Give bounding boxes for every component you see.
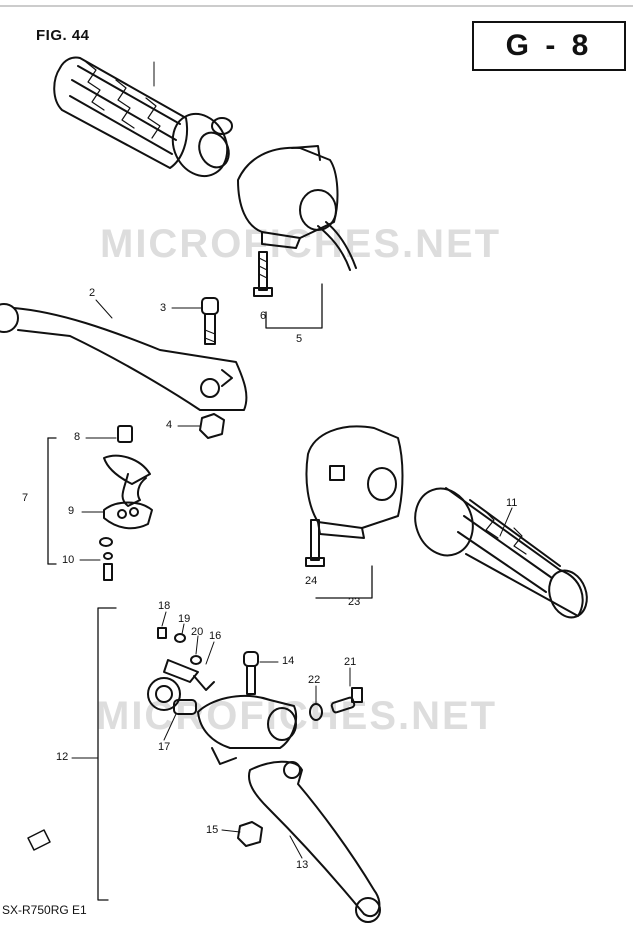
screw-24-drawing: [305, 519, 325, 567]
callout-6: 6: [260, 310, 267, 322]
screw-6-drawing: [253, 251, 273, 297]
callout-22: 22: [308, 674, 321, 686]
right-grip-drawing: [414, 487, 588, 619]
switch-housing-upper-drawing: [237, 145, 357, 271]
callout-9: 9: [68, 505, 75, 517]
callout-10: 10: [62, 554, 75, 566]
callout-12: 12: [56, 751, 69, 763]
left-grip-drawing: [53, 56, 233, 178]
bolt-3-drawing: [201, 297, 219, 345]
callout-4: 4: [166, 419, 173, 431]
callout-16: 16: [209, 630, 222, 642]
figure-label: FIG. 44: [36, 27, 90, 44]
callout-21: 21: [344, 656, 357, 668]
callout-8: 8: [74, 431, 81, 443]
fwd-arrow-icon: [27, 829, 51, 851]
callout-19: 19: [178, 613, 191, 625]
callout-7: 7: [22, 492, 29, 504]
group-code: G - 8: [505, 29, 593, 62]
bracket-12: [97, 607, 117, 901]
callout-5: 5: [296, 333, 303, 345]
callout-14: 14: [282, 655, 295, 667]
callout-11: 11: [506, 497, 518, 509]
callout-17: 17: [158, 741, 171, 753]
clutch-lever-drawing: [0, 303, 248, 411]
callout-13: 13: [296, 859, 309, 871]
callout-2: 2: [89, 287, 96, 299]
switch-housing-lower-drawing: [305, 425, 404, 539]
leader-lines: [71, 61, 513, 859]
callout-18: 18: [158, 600, 171, 612]
callout-24: 24: [305, 575, 318, 587]
callout-20: 20: [191, 626, 204, 638]
watermark-top: MICROFICHES.NET: [100, 222, 502, 266]
switch-assembly-7-drawing: [47, 425, 153, 581]
model-code: SX-R750RG E1: [2, 903, 87, 917]
callout-23: 23: [348, 596, 361, 608]
brake-master-drawing: [147, 627, 381, 923]
callout-15: 15: [206, 824, 219, 836]
nut-4-drawing: [199, 413, 225, 439]
callout-3: 3: [160, 302, 167, 314]
group-code-box: G - 8: [472, 21, 626, 71]
